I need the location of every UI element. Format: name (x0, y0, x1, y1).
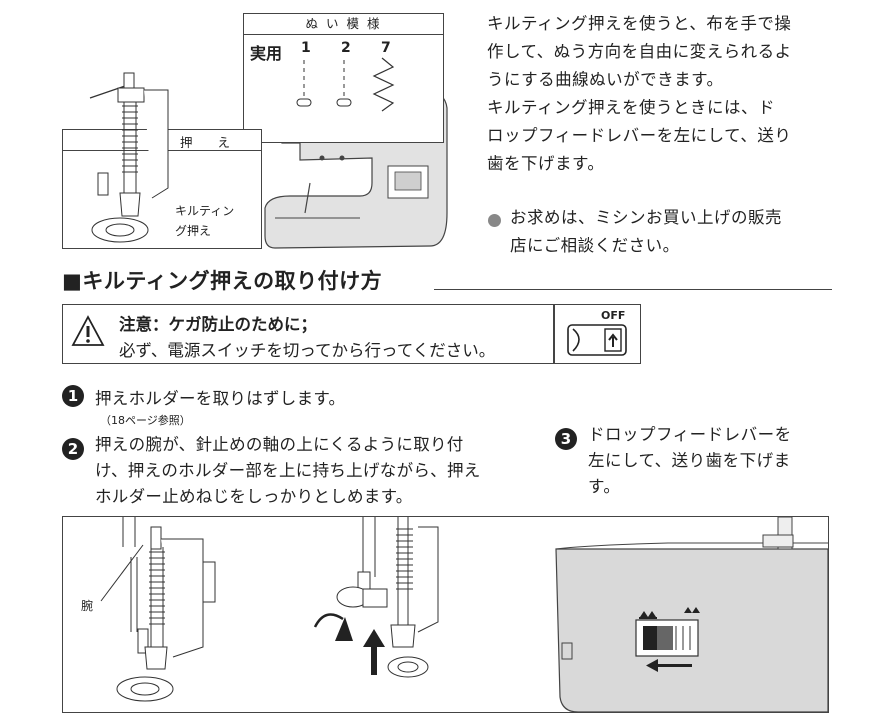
intro-line: キルティング押えを使うときには、ド (487, 98, 776, 117)
foot-attach-drawing (100, 517, 439, 702)
caution-text: 必ず、電源スイッチを切ってから行ってください。 (119, 341, 496, 360)
step-1-number: 1 (62, 385, 84, 407)
section-heading: ■キルティング押えの取り付け方 (62, 265, 832, 299)
intro-line: 歯を下げます。 (487, 154, 605, 173)
step-3-number: 3 (555, 428, 577, 450)
drop-feed-lever-drawing (555, 517, 828, 712)
caution-title: 注意：ケガ防止のために； (119, 315, 317, 334)
arm-label: 腕 (81, 599, 94, 613)
note-bullet-icon (488, 214, 501, 227)
step-2-line: 押えの腕が、針止めの軸の上にくるように取り付 (95, 435, 464, 454)
pattern-number-7: 7 (381, 40, 391, 56)
intro-line: うにする曲線ぬいができます。 (487, 70, 724, 89)
power-switch-icon (567, 324, 627, 356)
step-2-line: け、押えのホルダー部を上に持ち上げながら、押え (95, 461, 481, 480)
pattern-label: 実用 (250, 44, 283, 63)
pattern-number-2: 2 (341, 40, 351, 56)
section-title: ■キルティング押えの取り付け方 (62, 269, 383, 293)
pattern-box-title: ぬ い 模 様 (244, 14, 443, 35)
step-2-line: ホルダー止めねじをしっかりとしめます。 (95, 487, 413, 506)
note-text: お求めは、ミシンお買い上げの販売 店にご相談ください。 (510, 204, 850, 260)
intro-text: キルティング押えを使うと、布を手で操 作して、ぬう方向を自由に変えられるよ うに… (487, 10, 847, 178)
step-3-line: 左にして、送り歯を下げま (588, 451, 791, 470)
foot-box-header-text: 押 え (180, 135, 231, 150)
bottom-left-figure: 腕 (62, 516, 550, 713)
step-3-text: ドロップフィードレバーを 左にして、送り歯を下げま す。 (588, 422, 792, 500)
foot-name-line2: グ押え (175, 224, 212, 238)
step-1-text: 押えホルダーを取りはずします。 (95, 389, 346, 408)
quilting-foot-drawing (89, 72, 169, 243)
step-2-text: 押えの腕が、針止めの軸の上にくるように取り付 け、押えのホルダー部を上に持ち上げ… (95, 432, 481, 510)
foot-name-line1: キルティン (175, 204, 235, 218)
intro-line: 作して、ぬう方向を自由に変えられるよ (487, 42, 792, 61)
step-2-number: 2 (62, 438, 84, 460)
section-rule (434, 289, 832, 290)
bottom-right-figure (548, 516, 829, 713)
intro-line: キルティング押えを使うと、布を手で操 (487, 14, 792, 33)
switch-off-label: OFF (601, 309, 626, 322)
step-3-line: す。 (588, 477, 621, 496)
note-line1: お求めは、ミシンお買い上げの販売 (510, 208, 782, 227)
power-switch-box: OFF (554, 304, 641, 364)
pattern-box: ぬ い 模 様 実用 1 2 7 (243, 13, 444, 143)
warning-icon (71, 315, 105, 346)
pattern-number-1: 1 (301, 40, 311, 56)
stitch-patterns (296, 57, 395, 112)
step-1-sub: （18ページ参照） (100, 414, 191, 427)
note-line2: 店にご相談ください。 (510, 236, 680, 255)
intro-line: ロップフィードレバーを左にして、送り (487, 126, 792, 145)
step-3-line: ドロップフィードレバーを (588, 425, 792, 444)
caution-box: 注意：ケガ防止のために； 必ず、電源スイッチを切ってから行ってください。 (62, 304, 554, 364)
